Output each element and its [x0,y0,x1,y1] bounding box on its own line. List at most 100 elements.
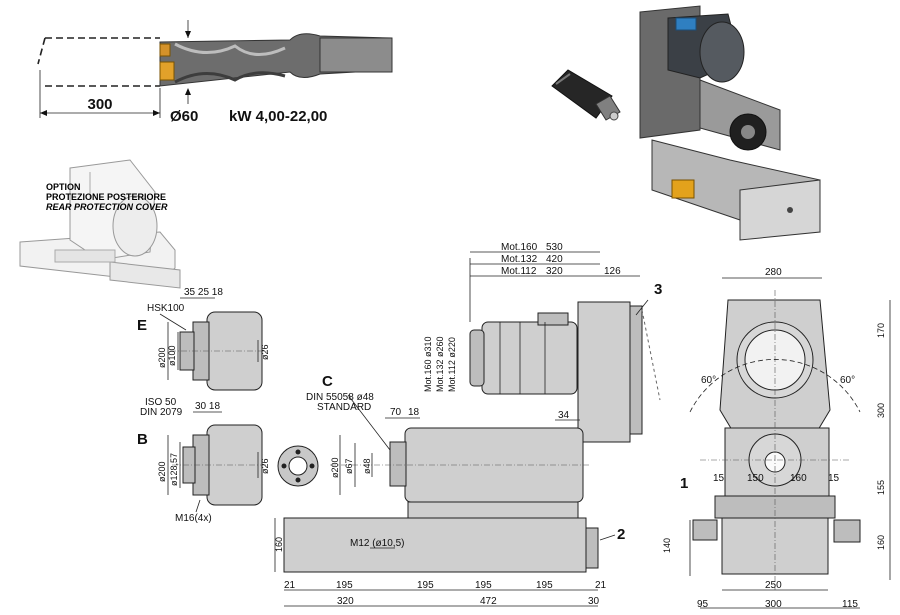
front-dim-170: 170 [876,323,886,338]
front-dim-95: 95 [697,599,709,610]
motor-body [481,321,578,395]
motor-diameter-112: Mot.112 ø220 [447,337,457,392]
spec-leader [159,313,187,331]
spindle-cartridge-illustration [551,69,621,121]
variant-c-d200: ø200 [330,457,340,478]
machine-unit-illustration [639,5,821,241]
callout-2: 2 [617,526,625,543]
front-width-280: 280 [765,267,782,278]
dim-70: 70 [390,407,402,418]
bolt-hole [309,463,315,469]
motor-terminal-box [537,312,569,326]
variant-b-bolts: M16(4x) [175,513,212,524]
dim-value: 195 [536,580,553,591]
belt-housing [577,301,631,443]
thread-label: M12 (ø10,5) [350,538,404,549]
variant-c-d48: ø48 [362,458,372,474]
angle-right: 60° [840,375,855,386]
dim-34: 34 [558,410,570,421]
variant-c-spec: DIN 55058 ø48 [306,392,374,403]
motor-row-name: Mot.132 [501,254,538,265]
side-view-drawing [274,251,661,607]
motor-row-value: 530 [546,242,563,253]
front-dim-140: 140 [662,538,672,553]
dim-126: 126 [604,266,621,277]
drill-flute [174,71,286,84]
motor-row-name: Mot.160 [501,242,538,253]
option-line-english: REAR PROTECTION COVER [46,202,168,212]
dim-value: 21 [595,580,607,591]
drill-insert [159,43,171,57]
variant-b-top-dims: 30 18 [195,401,220,412]
front-view-drawing [689,277,891,609]
bolt-hole [281,463,287,469]
dim-value: 30 [588,596,600,607]
front-dim-300: 300 [876,403,886,418]
front-dim-160: 160 [876,535,886,550]
drill-dashed-outline [37,37,160,87]
variant-c-d67: ø67 [344,458,354,474]
dim-18: 18 [408,407,420,418]
dim-value: 320 [337,596,354,607]
drill-diameter-label: Ø60 [170,108,198,125]
motor-fan-cover [469,329,485,387]
variant-b-spec-din: DIN 2079 [140,407,183,418]
variant-e-d200: ø200 [157,347,167,368]
variant-e-top-dims: 35 25 18 [184,287,223,298]
dim-value: 472 [480,596,497,607]
dim-160: 160 [790,473,807,484]
drill-illustration: 300 Ø60 kW 4,00-22,00 [37,20,393,125]
variant-b-drawing [167,411,319,513]
option-title: OPTION [46,182,81,192]
dim-value: 21 [284,580,296,591]
variant-c-standard: STANDARD [317,402,371,413]
side-height-dim: 160 [274,537,284,552]
drill-shank [319,37,393,73]
motor-row-name: Mot.112 [501,266,537,277]
variant-b-spec-iso: ISO 50 [145,397,177,408]
variant-b-d200: ø200 [157,461,167,482]
motor-diameter-132: Mot.132 ø260 [435,336,445,392]
motor-row-value: 420 [546,254,563,265]
variant-e-d100: ø100 [167,345,177,366]
front-dim-300: 300 [765,599,782,610]
angle-left: 60° [701,375,716,386]
dim-15-right: 15 [828,473,840,484]
motor-length-table: Mot.160 530 Mot.132 420 Mot.112 320 [501,242,563,277]
variant-e-letter: E [137,317,147,334]
callout-1: 1 [680,475,688,492]
side-bottom-dims: 21 195 195 195 195 21 320 472 30 [284,580,607,607]
rear-cover [629,305,643,435]
bolt-leader [195,499,201,513]
drill-power-label: kW 4,00-22,00 [229,108,327,125]
flange-bore [288,456,308,476]
dim-value: 195 [417,580,434,591]
variant-b-letter: B [137,431,148,448]
variant-e-drawing [159,297,268,391]
front-dim-155: 155 [876,480,886,495]
callout-3: 3 [654,281,662,298]
variant-e-d26: ø26 [260,344,270,360]
motor-diameter-160: Mot.160 ø310 [423,336,433,392]
variant-c-letter: C [322,373,333,390]
dim-15-left: 15 [713,473,725,484]
front-dim-115: 115 [842,599,858,610]
option-line-italian: PROTEZIONE POSTERIORE [46,192,166,202]
drill-flute [174,42,286,56]
motor-row-value: 320 [546,266,563,277]
drill-length-label: 300 [87,96,112,113]
slide-base [283,517,587,573]
slide-end-cap [585,527,599,569]
variant-b-d26: ø26 [260,458,270,474]
dim-value: 195 [336,580,353,591]
dim-value: 195 [475,580,492,591]
variant-b-d128: ø128,57 [169,453,179,486]
rear-cover-illustration [19,159,181,289]
variant-e-spec: HSK100 [147,303,185,314]
right-limit-box [833,519,861,543]
bolt-hole [295,449,301,455]
drill-insert [159,61,175,81]
bolt-hole [295,477,301,483]
left-motor-box [692,519,718,541]
